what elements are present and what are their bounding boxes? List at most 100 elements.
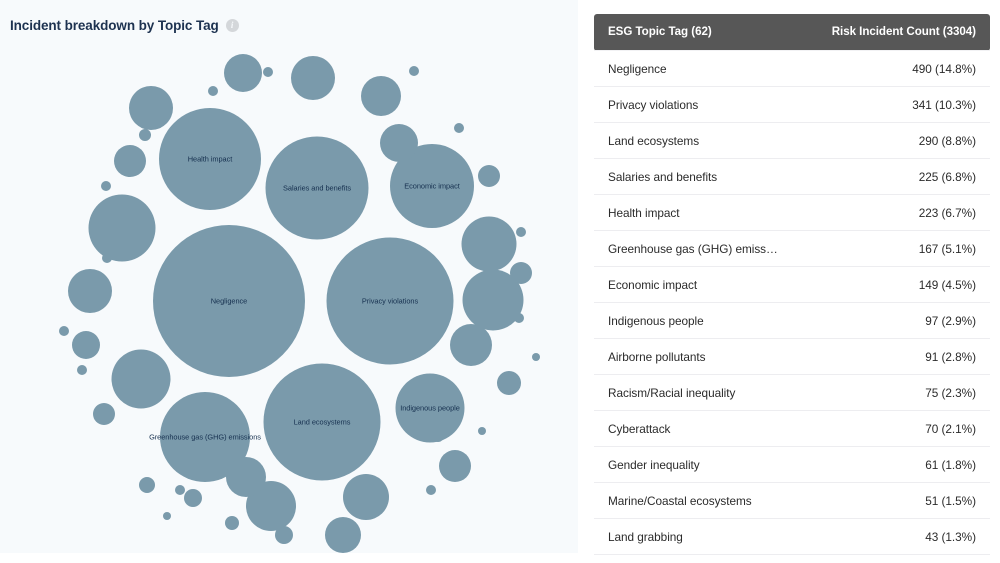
cell-topic-tag: Gender inequality: [594, 446, 792, 483]
bubble-unlabeled[interactable]: [224, 54, 262, 92]
incident-breakdown-chart-panel: Incident breakdown by Topic Tag i Neglig…: [10, 18, 540, 553]
table-row-partial[interactable]: [594, 554, 990, 563]
bubble-unlabeled[interactable]: [532, 353, 540, 361]
cell-topic-tag: Health impact: [594, 194, 792, 231]
cell-incident-count: 341 (10.3%): [792, 86, 990, 123]
bubble-unlabeled[interactable]: [454, 123, 464, 133]
bubble-unlabeled[interactable]: [184, 489, 202, 507]
bubble-unlabeled[interactable]: [380, 124, 418, 162]
bubble-privacy-violations[interactable]: [326, 237, 454, 365]
bubble-gender-inequality[interactable]: [461, 216, 517, 272]
cell-topic-tag: Negligence: [594, 50, 792, 87]
bubble-unlabeled[interactable]: [432, 430, 444, 442]
bubble-unlabeled[interactable]: [516, 227, 526, 237]
cell-incident-count: 70 (2.1%): [792, 410, 990, 447]
bubble-unlabeled[interactable]: [263, 67, 273, 77]
bubble-unlabeled[interactable]: [102, 253, 112, 263]
bubble-unlabeled[interactable]: [325, 517, 361, 553]
bubble-unlabeled[interactable]: [450, 324, 492, 366]
bubble-unlabeled[interactable]: [439, 450, 471, 482]
bubble-land-ecosystems[interactable]: [263, 363, 381, 481]
bubble-unlabeled[interactable]: [497, 371, 521, 395]
cell-topic-tag: Cyberattack: [594, 410, 792, 447]
cell-incident-count: 43 (1.3%): [792, 518, 990, 555]
cell-incident-count: 149 (4.5%): [792, 266, 990, 303]
cell-topic-tag: Indigenous people: [594, 302, 792, 339]
bubble-racism-racial-inequality[interactable]: [462, 269, 524, 331]
column-header-risk-incident-count[interactable]: Risk Incident Count (3304): [792, 14, 990, 51]
cell-incident-count: 490 (14.8%): [792, 50, 990, 87]
bubble-unlabeled[interactable]: [129, 86, 173, 130]
bubble-unlabeled[interactable]: [478, 427, 486, 435]
column-header-esg-topic-tag[interactable]: ESG Topic Tag (62): [594, 14, 792, 51]
bubble-unlabeled[interactable]: [208, 86, 218, 96]
cell-incident-count: 61 (1.8%): [792, 446, 990, 483]
bubble-unlabeled[interactable]: [93, 403, 115, 425]
bubble-unlabeled[interactable]: [72, 331, 100, 359]
bubble-airborne-pollutants[interactable]: [88, 194, 156, 262]
cell-topic-tag: Airborne pollutants: [594, 338, 792, 375]
bubble-unlabeled[interactable]: [361, 76, 401, 116]
bubble-unlabeled[interactable]: [225, 516, 239, 530]
bubble-unlabeled[interactable]: [77, 365, 87, 375]
bubble-unlabeled[interactable]: [226, 457, 266, 497]
bubble-unlabeled[interactable]: [426, 485, 436, 495]
bubble-marine-coastal-ecosystems[interactable]: [246, 481, 296, 531]
bubble-unlabeled[interactable]: [59, 326, 69, 336]
cell-topic-tag: Land ecosystems: [594, 122, 792, 159]
topic-tag-table: ESG Topic Tag (62) Risk Incident Count (…: [594, 14, 990, 563]
bubble-unlabeled[interactable]: [409, 66, 419, 76]
incident-count-table-panel: ESG Topic Tag (62) Risk Incident Count (…: [578, 0, 1000, 563]
bubble-economic-impact[interactable]: [390, 144, 474, 228]
bubble-unlabeled[interactable]: [139, 129, 151, 141]
bubble-indigenous-people[interactable]: [395, 373, 465, 443]
cell-incident-count: 97 (2.9%): [792, 302, 990, 339]
table-header: ESG Topic Tag (62) Risk Incident Count (…: [594, 14, 990, 51]
bubble-unlabeled[interactable]: [101, 181, 111, 191]
bubble-unlabeled[interactable]: [510, 262, 532, 284]
cell-topic-tag: Racism/Racial inequality: [594, 374, 792, 411]
bubble-unlabeled[interactable]: [114, 145, 146, 177]
cell-incident-count: 167 (5.1%): [792, 230, 990, 267]
cell-topic-tag: Marine/Coastal ecosystems: [594, 482, 792, 519]
bubble-negligence[interactable]: [153, 225, 305, 377]
cell-topic-tag: Greenhouse gas (GHG) emissions: [594, 230, 792, 267]
info-icon[interactable]: i: [225, 19, 239, 32]
bubble-layer: [59, 54, 540, 553]
bubble-salaries-and-benefits[interactable]: [265, 136, 369, 240]
bubble-unlabeled[interactable]: [68, 269, 112, 313]
bubble-unlabeled[interactable]: [175, 485, 185, 495]
bubble-unlabeled[interactable]: [275, 526, 293, 544]
bubble-unlabeled[interactable]: [478, 165, 500, 187]
cell-topic-tag: Economic impact: [594, 266, 792, 303]
bubble-greenhouse-gas-ghg-emissions[interactable]: [160, 392, 250, 482]
bubble-unlabeled[interactable]: [139, 477, 155, 493]
cell-incident-count: 223 (6.7%): [792, 194, 990, 231]
bubble-unlabeled[interactable]: [163, 512, 171, 520]
table-header-row: ESG Topic Tag (62) Risk Incident Count (…: [594, 14, 990, 51]
bubble-unlabeled[interactable]: [291, 56, 335, 100]
bubble-unlabeled[interactable]: [514, 313, 524, 323]
cell-incident-count: 290 (8.8%): [792, 122, 990, 159]
cell-incident-count: 225 (6.8%): [792, 158, 990, 195]
bubble-cyberattack[interactable]: [111, 349, 171, 409]
bubble-health-impact[interactable]: [159, 108, 261, 210]
bubble-land-grabbing[interactable]: [343, 474, 389, 520]
